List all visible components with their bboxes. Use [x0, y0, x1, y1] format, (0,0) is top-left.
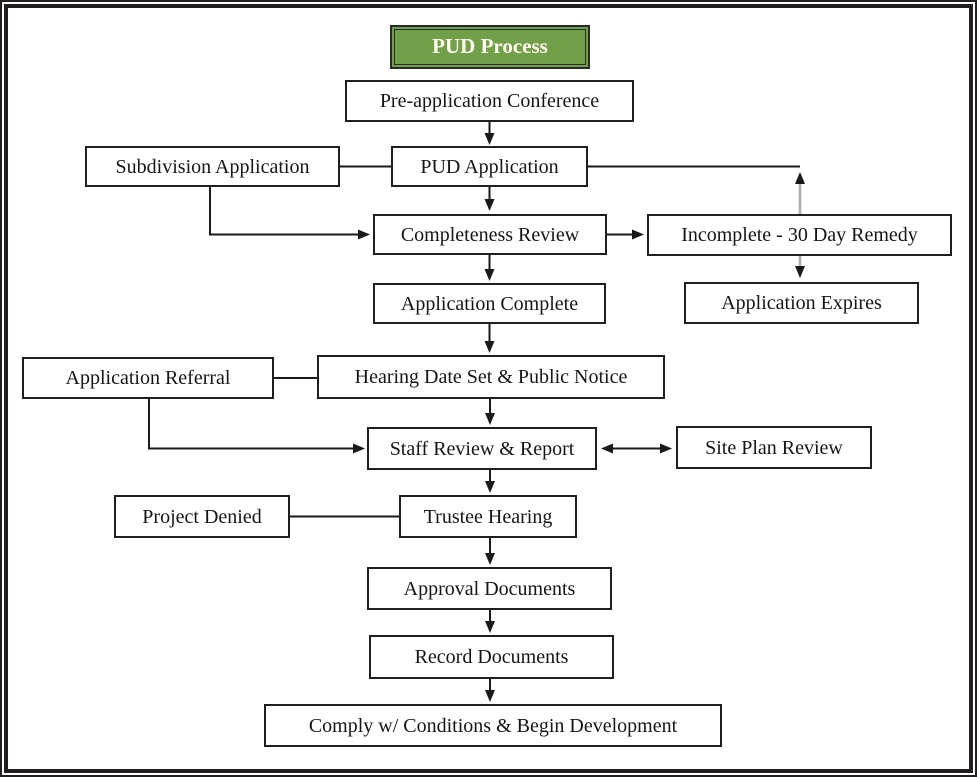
- node-record-documents: Record Documents: [369, 635, 614, 679]
- node-label: Application Expires: [721, 292, 882, 314]
- node-label: Hearing Date Set & Public Notice: [354, 366, 628, 388]
- node-pre-application-conference: Pre-application Conference: [345, 80, 634, 122]
- node-pud-application: PUD Application: [391, 146, 588, 187]
- node-subdivision-application: Subdivision Application: [85, 146, 340, 187]
- title-label: PUD Process: [432, 34, 548, 59]
- node-label: Approval Documents: [403, 577, 576, 600]
- node-label: Pre-application Conference: [379, 90, 600, 112]
- node-application-expires: Application Expires: [684, 282, 919, 324]
- node-application-referral: Application Referral: [22, 357, 274, 399]
- node-label: Site Plan Review: [705, 436, 843, 459]
- node-label: Application Complete: [400, 292, 579, 315]
- node-label: Project Denied: [142, 505, 262, 528]
- node-staff-review-report: Staff Review & Report: [367, 427, 597, 470]
- node-comply-conditions-begin-development: Comply w/ Conditions & Begin Development: [264, 704, 722, 747]
- node-label: Record Documents: [414, 646, 569, 668]
- edge-applicationreferral-to-staffreview-arrow: [148, 399, 365, 454]
- node-site-plan-review: Site Plan Review: [676, 426, 872, 469]
- node-completeness-review: Completeness Review: [373, 214, 607, 255]
- node-label: Staff Review & Report: [389, 437, 575, 460]
- node-label: PUD Application: [420, 155, 559, 178]
- node-hearing-date-set-public-notice: Hearing Date Set & Public Notice: [317, 355, 665, 399]
- node-application-complete: Application Complete: [373, 283, 606, 324]
- node-incomplete-30-day-remedy: Incomplete - 30 Day Remedy: [647, 214, 952, 256]
- node-label: Incomplete - 30 Day Remedy: [681, 224, 918, 246]
- node-project-denied: Project Denied: [114, 495, 290, 538]
- node-label: Application Referral: [65, 367, 231, 389]
- edge-subdivision-to-completeness-arrow: [209, 187, 370, 240]
- node-pud-process-title: PUD Process: [390, 25, 590, 69]
- node-label: Trustee Hearing: [423, 505, 553, 528]
- node-trustee-hearing: Trustee Hearing: [399, 495, 577, 538]
- node-label: Completeness Review: [400, 223, 580, 246]
- node-approval-documents: Approval Documents: [367, 567, 612, 610]
- node-label: Comply w/ Conditions & Begin Development: [308, 714, 678, 737]
- node-label: Subdivision Application: [115, 155, 310, 178]
